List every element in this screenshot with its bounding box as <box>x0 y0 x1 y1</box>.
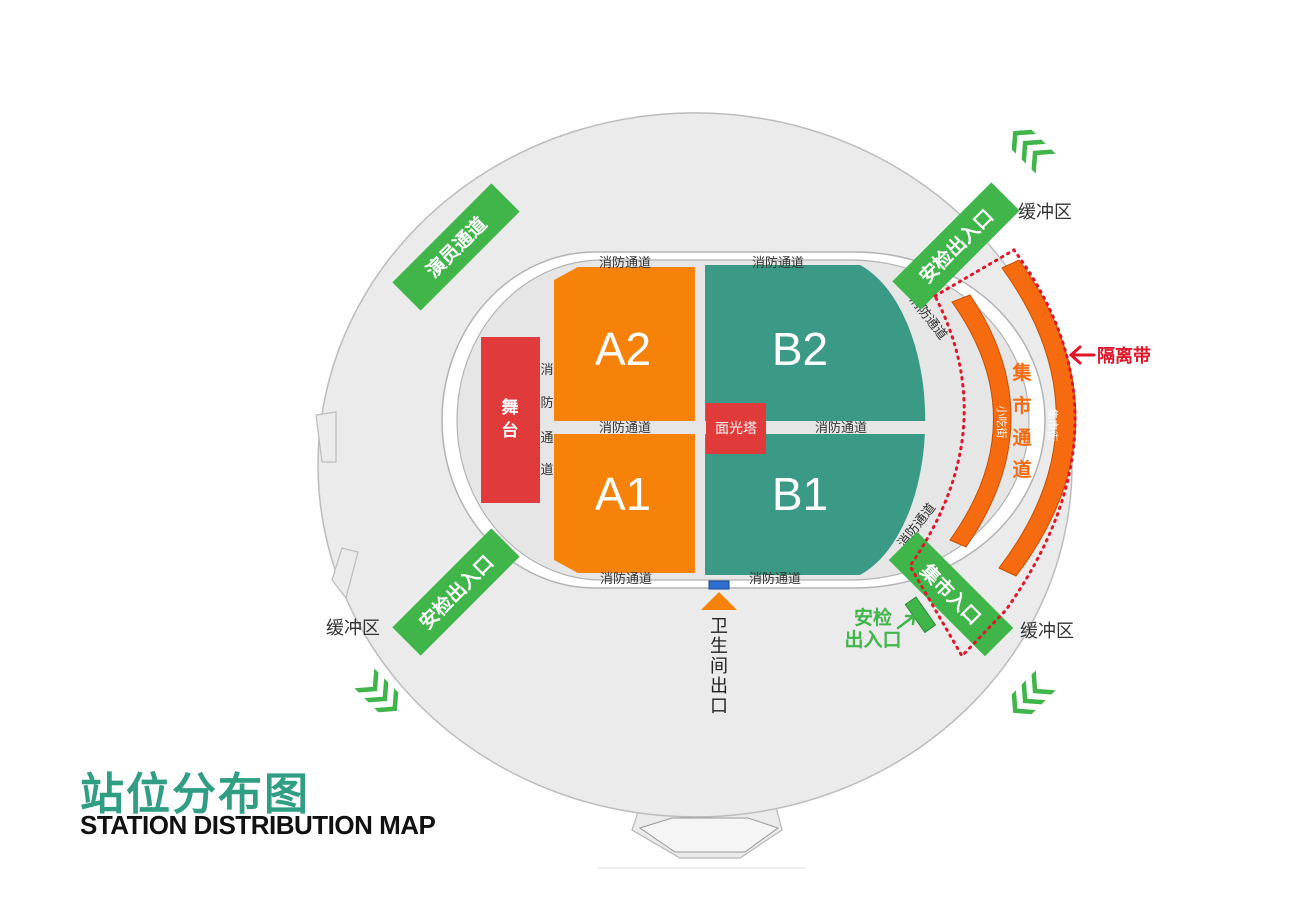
arrow-left-icon <box>1068 345 1096 365</box>
svg-text:消: 消 <box>540 363 553 378</box>
zone-a2-label: A2 <box>595 323 651 375</box>
svg-text:通: 通 <box>1012 427 1032 449</box>
svg-text:出入口: 出入口 <box>844 628 901 651</box>
zone-a1[interactable]: A1 <box>554 434 695 573</box>
svg-text:安检: 安检 <box>854 606 892 629</box>
svg-text:缓冲区: 缓冲区 <box>1018 202 1072 223</box>
svg-text:间: 间 <box>710 656 728 677</box>
restroom-exit: 卫 生 间 出 口 <box>701 580 737 717</box>
svg-text:生: 生 <box>710 636 728 657</box>
light-tower: 面光塔 <box>706 403 766 454</box>
svg-text:卫: 卫 <box>710 616 728 637</box>
svg-text:道: 道 <box>1012 458 1031 481</box>
svg-text:消防通道: 消防通道 <box>749 571 801 587</box>
isolation-belt-label: 隔离带 <box>1097 345 1151 367</box>
zone-b2-label: B2 <box>772 323 828 375</box>
svg-text:口: 口 <box>710 696 728 717</box>
stage-label-1: 舞 <box>502 397 519 418</box>
svg-text:消防通道: 消防通道 <box>599 420 651 436</box>
svg-text:消防通道: 消防通道 <box>752 255 804 271</box>
zone-a1-label: A1 <box>595 468 651 520</box>
svg-text:市: 市 <box>1012 394 1031 417</box>
svg-text:道: 道 <box>540 463 553 478</box>
svg-text:防: 防 <box>540 395 553 411</box>
chevron-arrows-icon <box>354 129 1056 715</box>
snack-street-label: 小吃街 <box>995 406 1009 439</box>
arrow-up-right-icon <box>896 614 916 630</box>
svg-text:消防通道: 消防通道 <box>815 420 867 436</box>
market-street-label: 集市街 <box>1046 409 1060 442</box>
stage: 舞 台 <box>481 337 540 503</box>
map-title-cn: 站位分布图 <box>80 769 310 820</box>
zone-b2[interactable] <box>705 260 965 421</box>
svg-text:缓冲区: 缓冲区 <box>1020 621 1074 642</box>
svg-text:缓冲区: 缓冲区 <box>326 618 380 639</box>
svg-text:出: 出 <box>710 676 728 697</box>
zone-b1-label: B1 <box>772 468 828 520</box>
svg-text:消防通道: 消防通道 <box>600 571 652 587</box>
svg-text:消防通道: 消防通道 <box>599 255 651 271</box>
map-title-en: STATION DISTRIBUTION MAP <box>80 810 436 840</box>
svg-text:面光塔: 面光塔 <box>715 421 757 437</box>
isolation-belt: 隔离带 <box>908 248 1151 659</box>
restroom-triangle-icon <box>701 592 737 610</box>
security-checkpoint-small[interactable]: 安检 出入口 <box>844 596 937 651</box>
svg-text:集: 集 <box>1011 361 1032 384</box>
stage-label-2: 台 <box>502 420 519 441</box>
zone-a2[interactable]: A2 <box>554 267 695 421</box>
svg-text:通: 通 <box>540 431 553 446</box>
fire-lane-vertical: 消 防 通 道 <box>540 363 553 478</box>
buffer-zone-labels: 缓冲区 缓冲区 缓冲区 <box>326 202 1074 642</box>
